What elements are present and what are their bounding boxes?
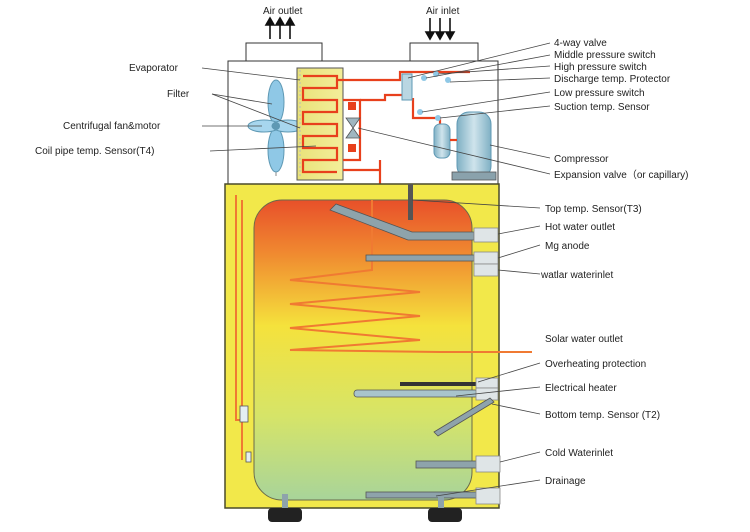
evaporator-coil [301, 74, 339, 174]
hot-water-outlet-fitting [473, 227, 499, 243]
mg-anode-fitting [473, 251, 499, 265]
cold-water-inlet-pipe [415, 460, 479, 469]
top-temp-sensor [408, 184, 413, 220]
expansion-valve-label: Expansion valve（or capillary) [554, 169, 689, 181]
coil-pipe-connector-lower [245, 451, 252, 463]
filter-label: Filter [167, 89, 190, 100]
drainage-pipe [365, 491, 479, 499]
bottom-temp-sensor [433, 397, 495, 437]
four-way-valve-label: 4-way valve [554, 38, 607, 49]
expansion-valve [345, 102, 361, 152]
high-pressure-switch-label: High pressure switch [554, 62, 647, 73]
mg-anode [365, 254, 479, 262]
low-pressure-switch-label: Low pressure switch [554, 88, 645, 99]
compressor [433, 111, 497, 181]
air-inlet-arrows [424, 18, 456, 41]
air-inlet-label: Air inlet [426, 6, 460, 17]
four-way-valve [401, 73, 413, 101]
leader-lines [201, 42, 551, 497]
centrifugal-fan [247, 79, 305, 176]
suction-temp-sensor [435, 115, 441, 121]
water-inlet-fitting [473, 263, 499, 277]
overheating-protection-label: Overheating protection [545, 359, 646, 370]
air-outlet-label: Air outlet [263, 6, 303, 17]
discharge-temp-protector [445, 77, 451, 83]
cold-water-inlet-fitting [475, 455, 501, 473]
mg-anode-label: Mg anode [545, 241, 590, 252]
bottom-temp-sensor-label: Bottom temp. Sensor (T2) [545, 410, 660, 421]
drainage-fitting [475, 487, 501, 505]
evaporator-label: Evaporator [129, 63, 179, 74]
tank-leg-right [438, 494, 444, 510]
discharge-temp-protector-label: Discharge temp. Protector [554, 74, 671, 85]
overheating-protection [400, 382, 476, 386]
heating-coil [289, 200, 532, 353]
electrical-heater-fitting [475, 387, 499, 401]
foot-left [268, 508, 302, 522]
electrical-heater-label: Electrical heater [545, 383, 617, 394]
hot-water-outlet-label: Hot water outlet [545, 222, 615, 233]
air-outlet-vent [245, 42, 323, 62]
foot-right [428, 508, 462, 522]
centrifugal-fan-label: Centrifugal fan&motor [63, 121, 161, 132]
low-pressure-switch [417, 109, 423, 115]
compressor-label: Compressor [554, 154, 609, 165]
middle-pressure-switch-label: Middle pressure switch [554, 50, 656, 61]
suction-temp-sensor-label: Suction temp. Sensor [554, 102, 650, 113]
top-temp-sensor-label: Top temp. Sensor(T3) [545, 204, 642, 215]
cold-water-inlet-label: Cold Waterinlet [545, 448, 613, 459]
air-inlet-vent [409, 42, 479, 62]
air-outlet-arrows [264, 16, 296, 39]
middle-pressure-switch [421, 75, 427, 81]
tank-leg-left [282, 494, 288, 510]
coil-pipe-sensor-label: Coil pipe temp. Sensor(T4) [35, 146, 155, 157]
water-inlet-label: watlar waterinlet [540, 270, 613, 281]
solar-water-outlet-label: Solar water outlet [545, 334, 623, 345]
coil-pipe-connector [239, 405, 249, 423]
drainage-label: Drainage [545, 476, 586, 487]
